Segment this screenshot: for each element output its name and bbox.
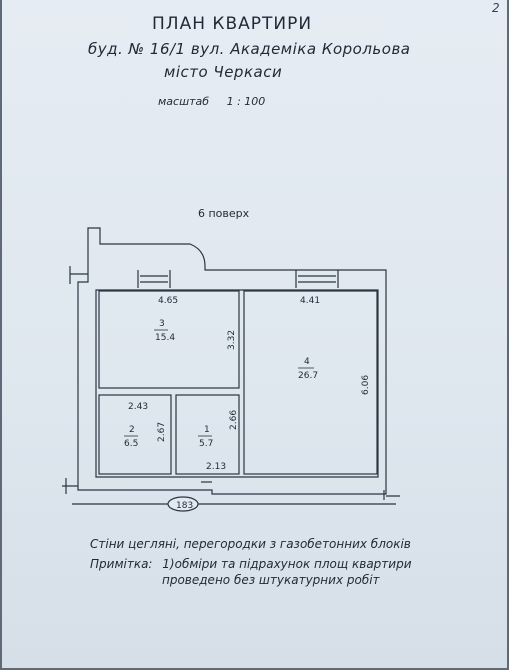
floor-label: 6 поверх [198,207,250,220]
page-number: 2 [492,1,500,15]
scale-value: 1 : 100 [226,95,266,108]
room-3-area: 15.4 [155,333,175,343]
room-2-outline [98,394,172,475]
room-1-outline [175,394,240,475]
note-heading: Примітка: [90,557,153,571]
document-title: ПЛАН КВАРТИРИ [152,14,313,34]
room-4-depth: 6.06 [361,375,371,395]
room-3-width: 4.65 [158,296,178,306]
inner-wall [95,289,379,478]
room-3-outline [98,290,240,389]
outer-wall [77,227,387,495]
room-2-width: 2.43 [128,402,148,412]
axis-left-bottom [62,478,78,494]
room-1-width: 2.13 [206,462,226,472]
room-4-number: 4 [304,357,310,367]
room-2-number: 2 [129,425,135,435]
room-3-depth: 3.32 [227,330,237,350]
scale-line: масштаб 1 : 100 [158,95,265,108]
room-2-depth: 2.67 [157,422,167,442]
room-4-width: 4.41 [300,296,320,306]
room-4-area: 26.7 [298,371,318,381]
room-3-number: 3 [159,319,165,329]
room-1-depth: 2.66 [229,410,239,430]
note-line-2: проведено без штукатурних робіт [162,573,380,587]
window-left [137,270,171,288]
note-line-1: Примітка: 1)обміри та підрахунок площ кв… [90,557,412,571]
room-1-area: 5.7 [199,439,213,449]
address-line: буд. № 16/1 вул. Академіка Корольова [88,40,411,58]
scale-label: масштаб [158,95,210,108]
building-length: 183 [176,501,193,511]
room-4-outline [243,290,378,475]
window-right [295,270,339,288]
room-2-area: 6.5 [124,439,138,449]
axis-left-top [69,266,88,284]
dimension-bubble [167,496,199,512]
room-1-number: 1 [204,425,210,435]
note-text-1: 1)обміри та підрахунок площ квартири [162,557,412,571]
axis-right-bottom [383,490,400,500]
walls-note: Стіни цегляні, перегородки з газобетонни… [90,537,411,551]
city-line: місто Черкаси [164,63,283,81]
